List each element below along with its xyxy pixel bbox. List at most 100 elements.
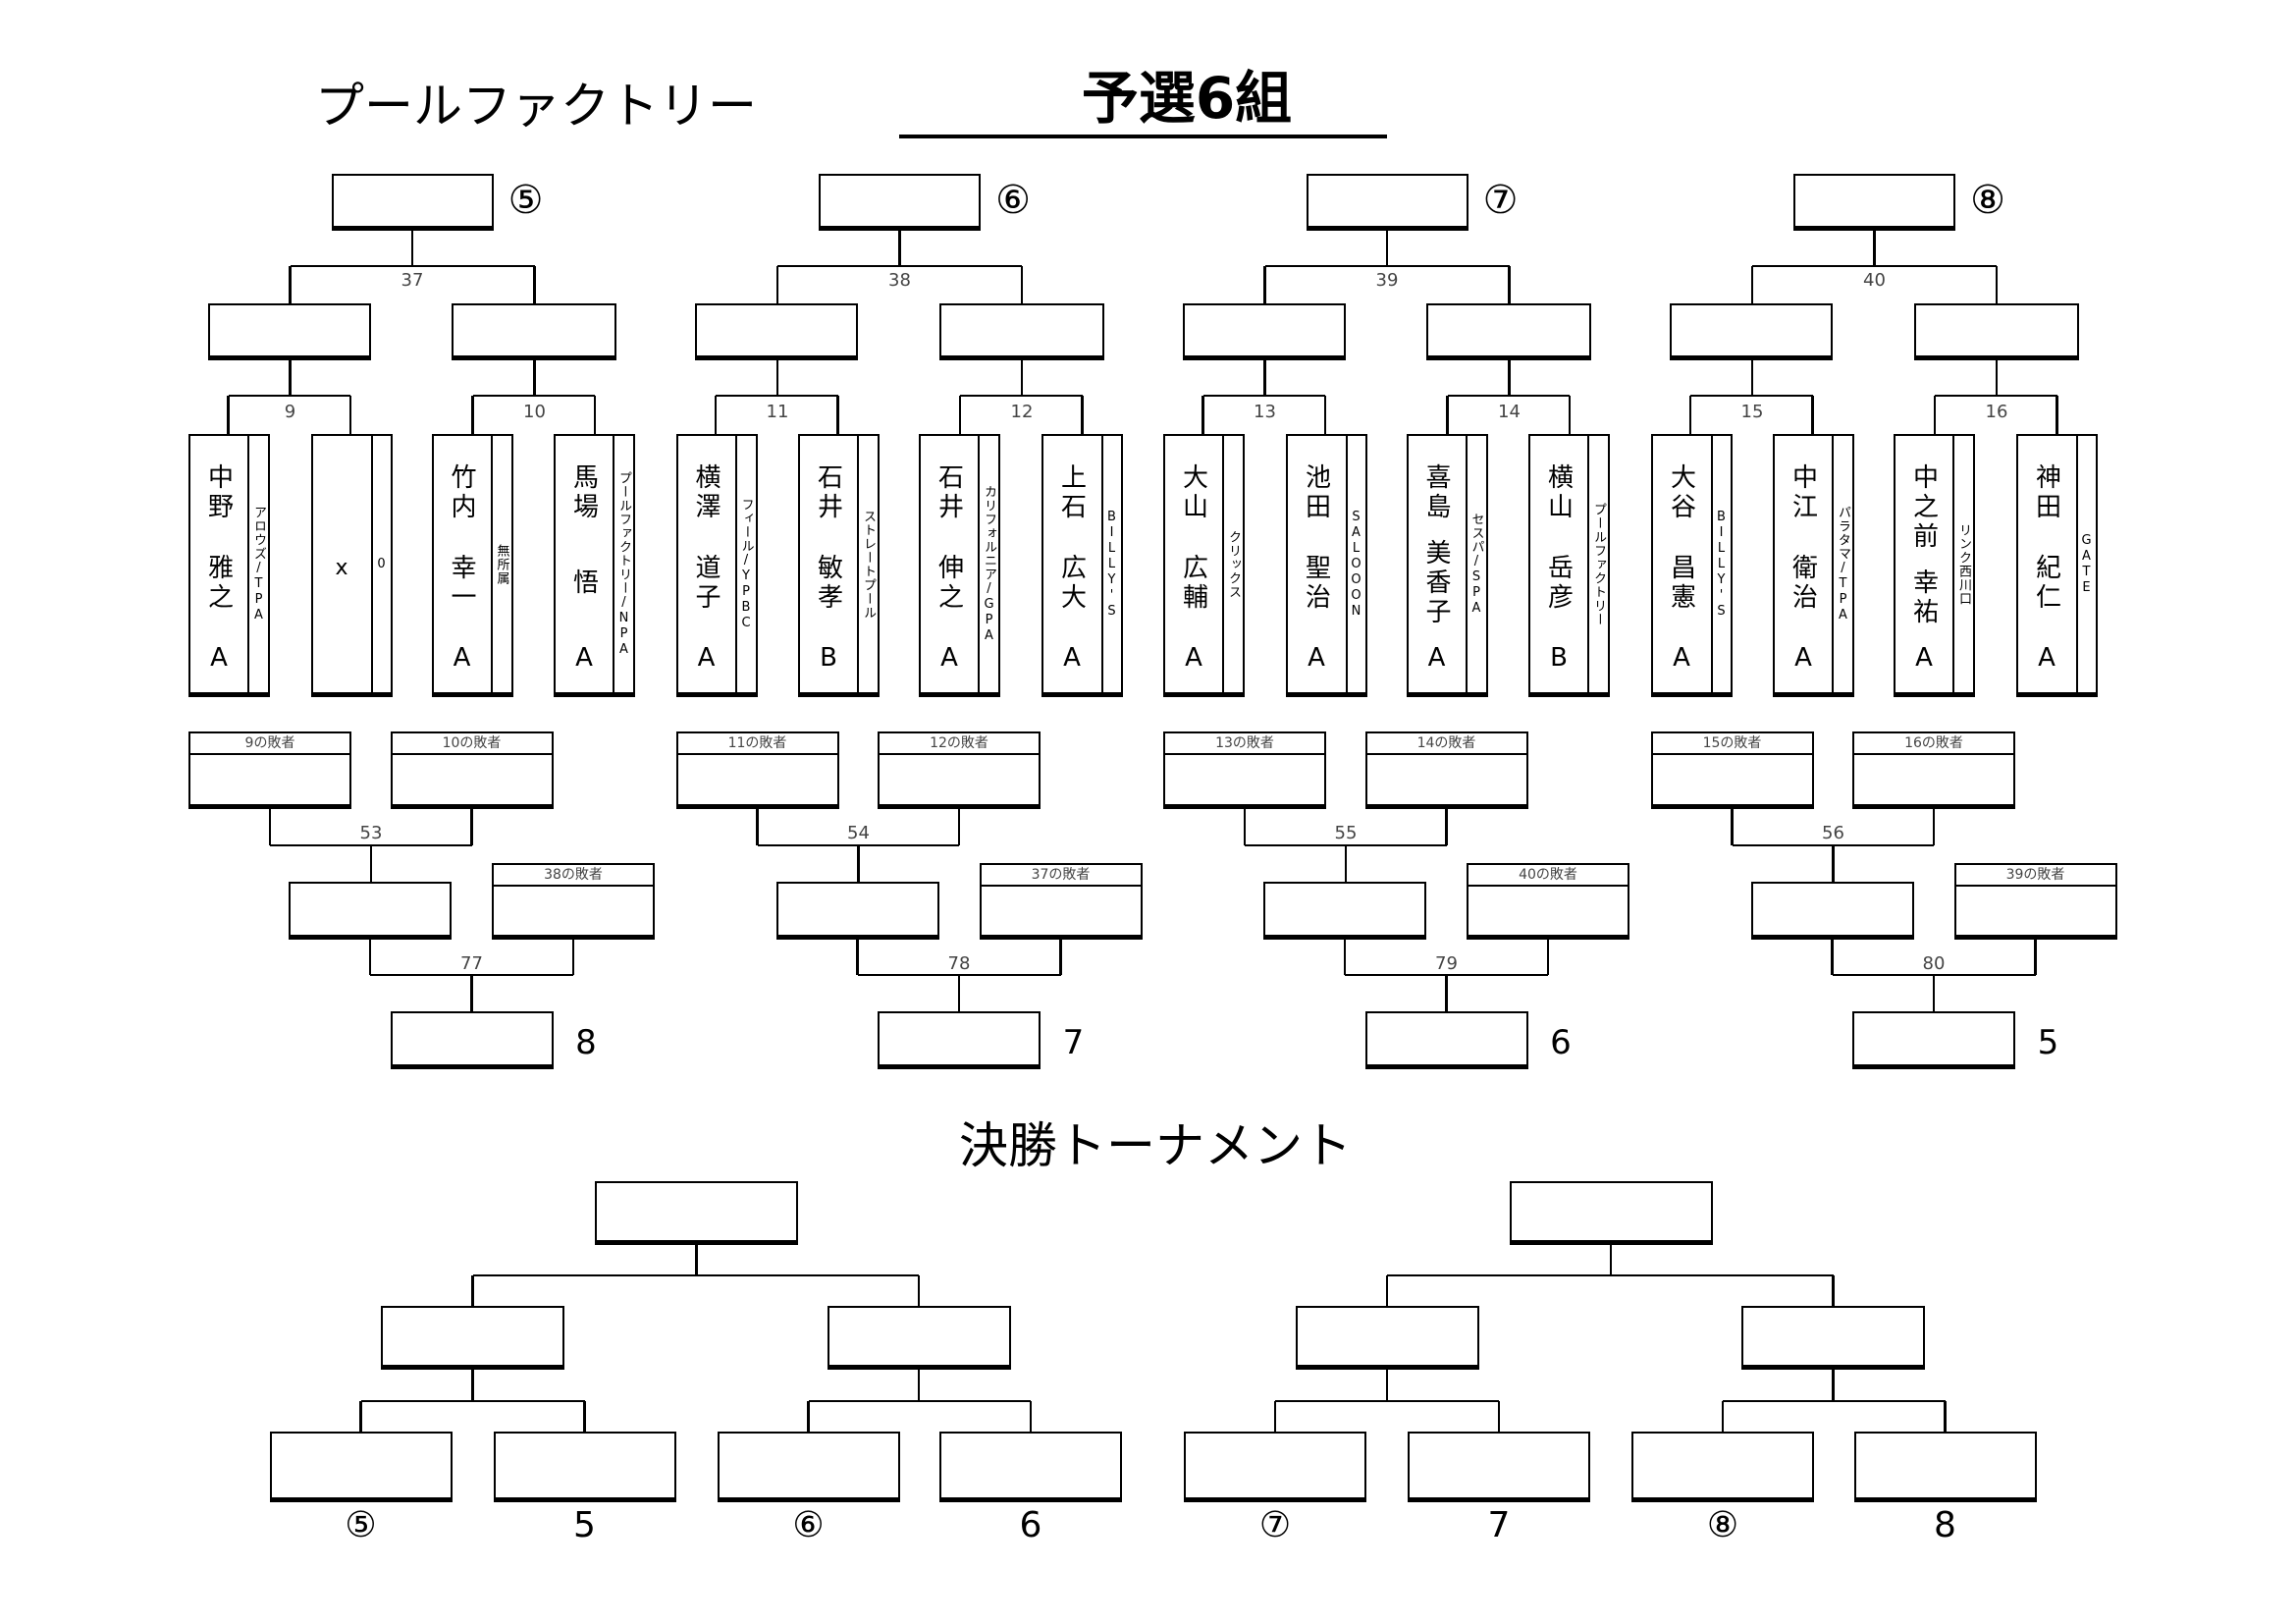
bracket-line [1750, 266, 1754, 303]
bracket-line [1609, 1245, 1613, 1275]
round2-box[interactable] [452, 303, 616, 360]
finals-semi-box[interactable] [381, 1306, 564, 1370]
bracket-line [1446, 396, 1449, 434]
finals-semi-box[interactable] [1741, 1306, 1925, 1370]
player-family-name: 喜島 [1421, 463, 1451, 522]
bracket-line [289, 266, 292, 303]
finals-entry-box[interactable] [493, 1432, 676, 1502]
qualifier-box[interactable] [390, 1011, 554, 1069]
round2-box[interactable] [938, 303, 1104, 360]
player-given-name: 衛治 [1788, 553, 1818, 613]
player-rank: A [575, 643, 593, 673]
upper-loser-box[interactable]: 38の敗者 [492, 863, 655, 940]
seed-label: ⑧ [1970, 178, 2005, 223]
finals-slot-label: ⑤ [345, 1505, 377, 1545]
loser-slot-box[interactable]: 16の敗者 [1852, 731, 2015, 809]
round2-box[interactable] [1426, 303, 1591, 360]
bracket-line [1935, 394, 2057, 398]
bracket-line [472, 1273, 919, 1277]
player-given-name: 幸祐 [1908, 568, 1939, 627]
player-club: SALOOON [1348, 436, 1365, 692]
round2-box[interactable] [1913, 303, 2079, 360]
seed-label: ⑤ [507, 178, 544, 223]
finals-semi-box[interactable] [1295, 1306, 1479, 1370]
loser-slot-label: 10の敗者 [392, 733, 552, 755]
upper-loser-box[interactable]: 39の敗者 [1953, 863, 2117, 940]
club-name: セスパ/SPA [1468, 512, 1484, 617]
player-given-name: 岳彦 [1543, 553, 1574, 613]
loser-slot-box[interactable]: 9の敗者 [188, 731, 351, 809]
bracket-line [1445, 809, 1448, 845]
loser-round-box[interactable] [775, 882, 939, 940]
round2-box[interactable] [1182, 303, 1346, 360]
loser-round-box[interactable] [1263, 882, 1426, 940]
loser-slot-box[interactable]: 10の敗者 [390, 731, 554, 809]
bracket-line [1343, 940, 1347, 975]
bracket-line [1832, 845, 1835, 882]
match-number: 12 [1010, 402, 1034, 422]
finals-entry-box[interactable] [1408, 1432, 1590, 1502]
loser-round-box[interactable] [1750, 882, 1914, 940]
group-winner-box[interactable] [1306, 174, 1468, 231]
finals-entry-box[interactable] [1853, 1432, 2037, 1502]
group-winner-box[interactable] [331, 174, 494, 231]
finals-semi-box[interactable] [827, 1306, 1011, 1370]
qualifier-box[interactable] [1852, 1011, 2015, 1069]
loser-round-box[interactable] [289, 882, 452, 940]
bracket-line [1344, 845, 1348, 882]
finals-entry-box[interactable] [717, 1432, 900, 1502]
bracket-line [1323, 396, 1327, 434]
upper-loser-box[interactable]: 40の敗者 [1467, 863, 1629, 940]
bracket-line [1811, 396, 1814, 434]
group-winner-box[interactable] [1793, 174, 1955, 231]
player-given-name: 悟 [568, 568, 599, 598]
player-family-name: 中之前 [1908, 463, 1939, 552]
club-name: 0 [374, 556, 389, 572]
qualifier-box[interactable] [878, 1011, 1041, 1069]
player-given-name: 昌憲 [1666, 553, 1696, 613]
match-number: 77 [460, 953, 483, 974]
bracket-line [1995, 360, 1999, 396]
bracket-line [471, 396, 474, 434]
group-winner-box[interactable] [819, 174, 981, 231]
bracket-line [1385, 231, 1389, 266]
finals-top-box[interactable] [1509, 1181, 1713, 1245]
upper-loser-box[interactable]: 37の敗者 [979, 863, 1143, 940]
round2-box[interactable] [1670, 303, 1833, 360]
loser-slot-box[interactable]: 13の敗者 [1163, 731, 1326, 809]
finals-entry-box[interactable] [939, 1432, 1122, 1502]
qualifier-box[interactable] [1364, 1011, 1528, 1069]
finals-entry-box[interactable] [269, 1432, 453, 1502]
finals-top-box[interactable] [595, 1181, 798, 1245]
player-given-name: 伸之 [934, 553, 964, 613]
round2-box[interactable] [207, 303, 371, 360]
loser-slot-box[interactable]: 14の敗者 [1364, 731, 1528, 809]
club-name: パラタマ/TPA [1836, 505, 1850, 623]
bracket-line [1263, 266, 1266, 303]
loser-slot-box[interactable]: 15の敗者 [1650, 731, 1814, 809]
bracket-line [1546, 940, 1550, 975]
match-number: 56 [1822, 823, 1844, 843]
finals-entry-box[interactable] [1631, 1432, 1814, 1502]
loser-slot-box[interactable]: 11の敗者 [675, 731, 839, 809]
round2-box[interactable] [695, 303, 858, 360]
bracket-line [369, 845, 373, 882]
loser-slot-box[interactable]: 12の敗者 [878, 731, 1041, 809]
finals-entry-box[interactable] [1184, 1432, 1366, 1502]
